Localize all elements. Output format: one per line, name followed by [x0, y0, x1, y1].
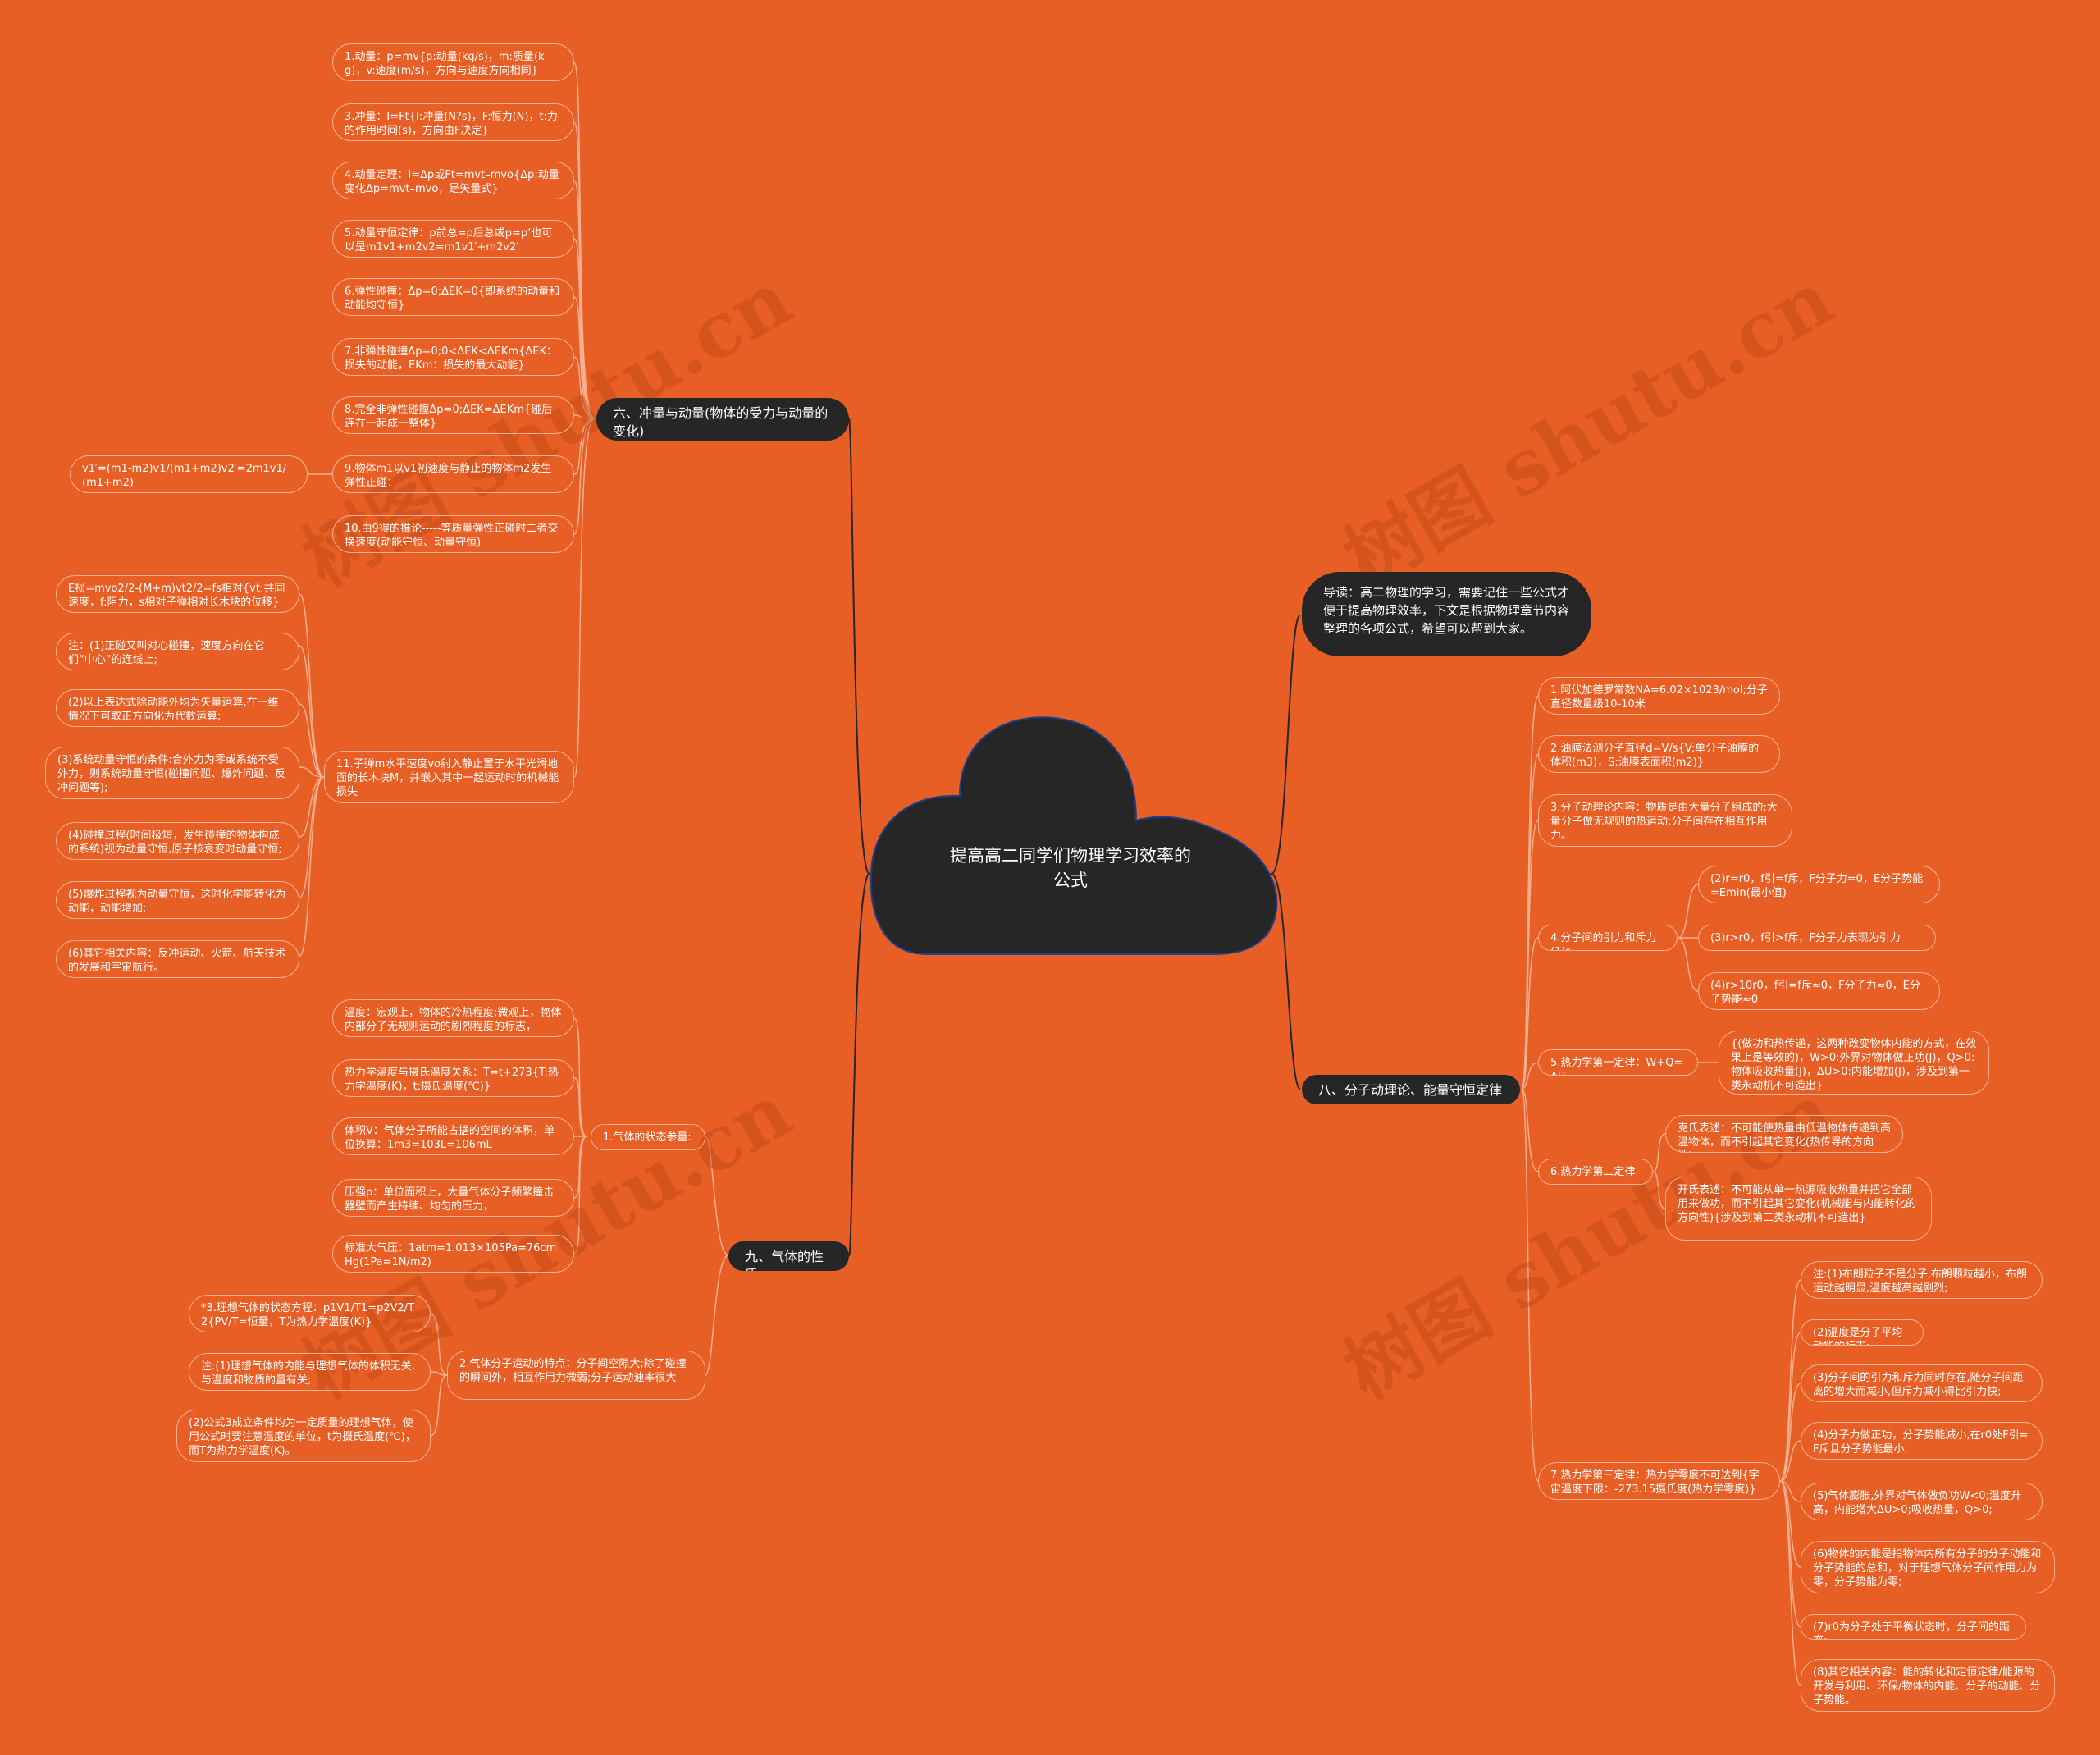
intermolecular-force-case[interactable]: (4)r>10r0，f引=f斥≈0，F分子力≈0，E分子势能≈0	[1698, 972, 1940, 1010]
momentum-item[interactable]: 4.动量定理：I=Δp或Ft=mvt–mvo{Δp:动量变化Δp=mvt–mvo…	[332, 162, 574, 199]
molecular-item[interactable]: 4.分子间的引力和斥力(1)r	[1538, 925, 1678, 951]
branch-gas-properties[interactable]: 九、气体的性质	[728, 1241, 849, 1271]
branch-intro[interactable]: 导读：高二物理的学习，需要记住一些公式才便于提高物理效率，下文是根据物理章节内容…	[1302, 572, 1591, 656]
gas-molecule-motion[interactable]: 2.气体分子运动的特点：分子间空隙大;除了碰撞的瞬间外，相互作用力微弱;分子运动…	[447, 1351, 705, 1400]
branch-molecular-theory[interactable]: 八、分子动理论、能量守恒定律	[1302, 1075, 1520, 1104]
molecular-item[interactable]: 7.热力学第三定律：热力学零度不可达到{宇宙温度下限：-273.15摄氏度(热力…	[1538, 1462, 1780, 1500]
molecular-item[interactable]: 2.油膜法测分子直径d=V/s{V:单分子油膜的体积(m3)，S:油膜表面积(m…	[1538, 735, 1780, 773]
second-law-statement[interactable]: 开氏表述：不可能从单一热源吸收热量并把它全部用来做功，而不引起其它变化(机械能与…	[1665, 1177, 1932, 1241]
molecular-item[interactable]: 6.热力学第二定律	[1538, 1159, 1653, 1185]
momentum-item[interactable]: 1.动量：p=mv{p:动量(kg/s)，m:质量(kg)，v:速度(m/s)，…	[332, 43, 574, 81]
momentum-item[interactable]: 10.由9得的推论-----等质量弹性正碰时二者交换速度(动能守恒、动量守恒)	[332, 515, 574, 553]
momentum-item-11-detail[interactable]: (4)碰撞过程(时间极短，发生碰撞的物体构成的系统)视为动量守恒,原子核衰变时动…	[56, 822, 299, 860]
central-topic[interactable]: 提高高二同学们物理学习效率的公式	[950, 846, 1191, 890]
momentum-item[interactable]: 3.冲量：I=Ft{I:冲量(N?s)，F:恒力(N)，t:力的作用时间(s)，…	[332, 103, 574, 141]
gas-motion-item[interactable]: (2)公式3成立条件均为一定质量的理想气体，使用公式时要注意温度的单位，t为摄氏…	[176, 1410, 431, 1462]
first-law-detail[interactable]: {(做功和热传递，这两种改变物体内能的方式，在效果上是等效的)，W>0:外界对物…	[1719, 1031, 1989, 1095]
momentum-item-11-detail[interactable]: (5)爆炸过程视为动量守恒，这时化学能转化为动能，动能增加;	[56, 881, 299, 919]
molecular-item[interactable]: 5.热力学第一定律：W+Q=ΔU	[1538, 1049, 1698, 1076]
third-law-note[interactable]: (2)温度是分子平均动能的标志;	[1801, 1319, 1924, 1346]
third-law-note[interactable]: (4)分子力做正功，分子势能减小,在r0处F引=F斥且分子势能最小;	[1801, 1422, 2043, 1460]
momentum-item-11-detail[interactable]: (6)其它相关内容：反冲运动、火箭、航天技术的发展和宇宙航行。	[56, 940, 299, 978]
gas-state-item[interactable]: 标准大气压：1atm=1.013×105Pa=76cmHg(1Pa=1N/m2)	[332, 1235, 574, 1273]
momentum-item[interactable]: 7.非弹性碰撞Δp=0;0<ΔEK<ΔEKm{ΔEK：损失的动能，EKm：损失的…	[332, 338, 574, 376]
momentum-item-11-detail[interactable]: 注：(1)正碰又叫对心碰撞，速度方向在它们“中心”的连线上;	[56, 633, 299, 670]
gas-state-item[interactable]: 热力学温度与摄氏温度关系：T=t+273{T:热力学温度(K)，t:摄氏温度(℃…	[332, 1059, 574, 1097]
third-law-note[interactable]: (6)物体的内能是指物体内所有分子的分子动能和分子势能的总和，对于理想气体分子间…	[1801, 1541, 2055, 1593]
molecular-item[interactable]: 1.阿伏加德罗常数NA=6.02×1023/mol;分子直径数量级10-10米	[1538, 677, 1780, 715]
gas-state-item[interactable]: 体积V：气体分子所能占据的空间的体积，单位换算：1m3=103L=106mL	[332, 1117, 574, 1155]
momentum-item-11-detail[interactable]: (2)以上表达式除动能外均为矢量运算,在一维情况下可取正方向化为代数运算;	[56, 689, 299, 727]
branch-momentum[interactable]: 六、冲量与动量(物体的受力与动量的变化)	[596, 398, 849, 441]
momentum-item-11-detail[interactable]: E损=mvo2/2-(M+m)vt2/2=fs相对{vt:共同速度，f:阻力，s…	[56, 575, 299, 613]
third-law-note[interactable]: (7)r0为分子处于平衡状态时，分子间的距离;	[1801, 1614, 2026, 1640]
intermolecular-force-case[interactable]: (3)r>r0，f引>f斥，F分子力表现为引力	[1698, 925, 1936, 951]
momentum-item[interactable]: 5.动量守恒定律：p前总=p后总或p=p’也可以是m1v1+m2v2=m1v1′…	[332, 220, 574, 258]
momentum-item[interactable]: 8.完全非弹性碰撞Δp=0;ΔEK=ΔEKm{碰后连在一起成一整体}	[332, 396, 574, 434]
third-law-note[interactable]: (5)气体膨胀,外界对气体做负功W<0;温度升高，内能增大ΔU>0;吸收热量，Q…	[1801, 1483, 2043, 1520]
gas-state-item[interactable]: 温度：宏观上，物体的冷热程度;微观上，物体内部分子无规则运动的剧烈程度的标志，	[332, 999, 574, 1037]
molecular-item[interactable]: 3.分子动理论内容：物质是由大量分子组成的;大量分子做无规则的热运动;分子间存在…	[1538, 794, 1792, 847]
cloud-shape	[870, 716, 1278, 955]
third-law-note[interactable]: 注:(1)布朗粒子不是分子,布朗颗粒越小，布朗运动越明显,温度越高越剧烈;	[1801, 1261, 2043, 1299]
gas-state-parameters[interactable]: 1.气体的状态参量:	[591, 1124, 705, 1150]
momentum-item[interactable]: 9.物体m1以v1初速度与静止的物体m2发生弹性正碰：	[332, 455, 574, 493]
momentum-item[interactable]: 6.弹性碰撞：Δp=0;ΔEK=0{即系统的动量和动能均守恒}	[332, 278, 574, 316]
second-law-statement[interactable]: 克氏表述：不可能使热量由低温物体传递到高温物体，而不引起其它变化(热传导的方向性…	[1665, 1115, 1903, 1153]
gas-state-item[interactable]: 压强p：单位面积上，大量气体分子频繁撞击器壁而产生持续、均匀的压力，	[332, 1179, 574, 1217]
third-law-note[interactable]: (8)其它相关内容：能的转化和定恒定律/能源的开发与利用、环保/物体的内能、分子…	[1801, 1659, 2055, 1712]
momentum-item-11-detail[interactable]: (3)系统动量守恒的条件:合外力为零或系统不受外力，则系统动量守恒(碰撞问题、爆…	[45, 747, 299, 799]
momentum-item[interactable]: 11.子弹m水平速度vo射入静止置于水平光滑地面的长木块M，并嵌入其中一起运动时…	[324, 751, 574, 803]
intermolecular-force-case[interactable]: (2)r=r0，f引=f斥，F分子力=0，E分子势能=Emin(最小值)	[1698, 866, 1940, 903]
gas-motion-item[interactable]: 注:(1)理想气体的内能与理想气体的体积无关,与温度和物质的量有关;	[189, 1353, 431, 1391]
gas-motion-item[interactable]: *3.理想气体的状态方程：p1V1/T1=p2V2/T2{PV/T=恒量，T为热…	[189, 1295, 431, 1332]
momentum-item-9-detail[interactable]: v1′=(m1-m2)v1/(m1+m2)v2′=2m1v1/(m1+m2)	[70, 455, 308, 493]
third-law-note[interactable]: (3)分子间的引力和斥力同时存在,随分子间距离的增大而减小,但斥力减小得比引力快…	[1801, 1364, 2043, 1402]
